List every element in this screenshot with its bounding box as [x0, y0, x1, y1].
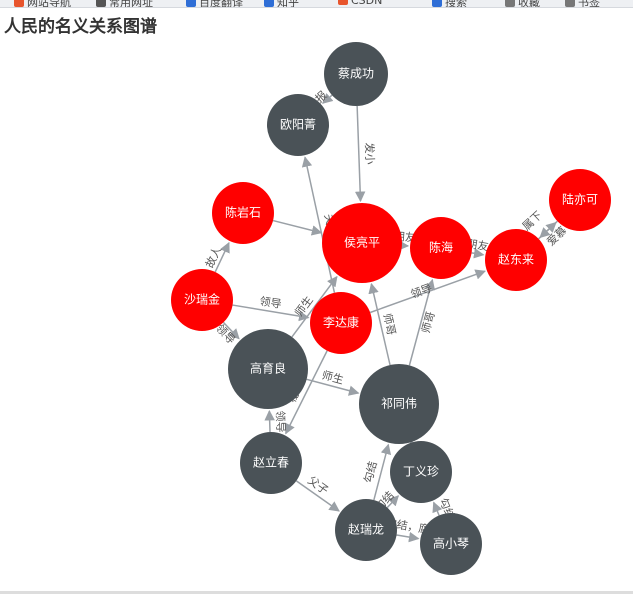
bookmark-1[interactable]: 常用网址	[96, 0, 153, 7]
edge-label: 领导	[259, 295, 283, 311]
node-label: 祁同伟	[381, 396, 417, 411]
node-zlc[interactable]: 赵立春	[240, 432, 302, 494]
node-gxq[interactable]: 高小琴	[420, 513, 482, 575]
node-label: 陆亦可	[562, 192, 598, 207]
edge-lidk-zdl[interactable]	[369, 269, 486, 314]
node-lidk[interactable]: 李达康	[310, 292, 372, 354]
edge-zrl-gxq[interactable]	[396, 531, 420, 543]
bookmark-6[interactable]: 收藏	[505, 0, 540, 7]
node-label: 蔡成功	[338, 67, 374, 81]
node-label: 李达康	[323, 315, 359, 330]
node-circle[interactable]	[240, 432, 302, 494]
node-circle[interactable]	[171, 269, 233, 331]
bookmark-2[interactable]: 百度翻译	[186, 0, 243, 7]
node-qi[interactable]: 祁同伟	[359, 364, 439, 444]
bookmark-icon	[565, 0, 575, 7]
node-circle[interactable]	[390, 441, 452, 503]
edge-zrl-dyz[interactable]	[386, 495, 400, 509]
node-label: 欧阳菁	[280, 118, 316, 132]
edge-label: 领导	[409, 282, 434, 302]
node-circle[interactable]	[267, 94, 329, 156]
node-label: 赵立春	[253, 455, 289, 470]
bookmark-icon	[186, 0, 196, 7]
node-circle[interactable]	[310, 292, 372, 354]
page-bottom-divider	[0, 591, 633, 594]
edge-label: 师哥	[380, 312, 398, 336]
edge-label: 故人	[202, 244, 224, 270]
node-zdl[interactable]: 赵东来	[485, 229, 547, 291]
bookmark-0[interactable]: 网站导航	[14, 0, 71, 7]
edge-cai-hou[interactable]	[354, 105, 366, 203]
bookmark-icon	[432, 0, 442, 7]
edge-gxq-dyz[interactable]	[432, 501, 443, 516]
node-chh[interactable]: 陈海	[410, 217, 472, 279]
node-label: 陈岩石	[225, 205, 261, 220]
node-ouy[interactable]: 欧阳菁	[267, 94, 329, 156]
edge-sha-lidk[interactable]	[232, 304, 310, 322]
node-circle[interactable]	[485, 229, 547, 291]
node-zrl[interactable]: 赵瑞龙	[335, 499, 397, 561]
edge-qi-chh[interactable]	[408, 278, 436, 366]
node-label: 侯亮平	[344, 235, 380, 250]
node-circle[interactable]	[322, 203, 402, 283]
node-label: 丁义珍	[403, 465, 439, 479]
bookmark-icon	[264, 0, 274, 7]
edge-gao-qi[interactable]	[306, 378, 360, 396]
node-chys[interactable]: 陈岩石	[212, 182, 274, 244]
edge-gao-hou[interactable]	[291, 275, 338, 338]
node-label: 赵东来	[498, 253, 534, 267]
edge-label: 师哥	[419, 310, 437, 335]
edge-sha-gao[interactable]	[222, 321, 240, 340]
node-hou[interactable]: 侯亮平	[322, 203, 402, 283]
page-title: 人民的名义关系图谱	[4, 17, 157, 37]
bookmark-icon	[338, 0, 348, 5]
edge-zlc-zrl[interactable]	[295, 480, 340, 512]
node-label: 沙瑞金	[184, 292, 220, 307]
node-cai[interactable]: 蔡成功	[324, 42, 388, 106]
edge-zdl-luyk[interactable]	[538, 221, 557, 240]
edge-label: 属下	[520, 209, 545, 234]
node-circle[interactable]	[410, 217, 472, 279]
bookmark-icon	[14, 0, 24, 7]
edge-label: 发小	[362, 142, 377, 164]
node-label: 赵瑞龙	[348, 523, 384, 537]
node-circle[interactable]	[212, 182, 274, 244]
bookmark-4[interactable]: CSDN	[338, 0, 382, 7]
node-circle[interactable]	[549, 169, 611, 231]
node-circle[interactable]	[335, 499, 397, 561]
edge-label: 领导	[273, 410, 287, 432]
edge-chys-hou[interactable]	[272, 219, 323, 236]
bookmark-7[interactable]: 书签	[565, 0, 600, 7]
node-dyz[interactable]: 丁义珍	[390, 441, 452, 503]
edge-qi-hou[interactable]	[368, 282, 391, 366]
node-label: 高小琴	[433, 536, 469, 551]
node-circle[interactable]	[228, 329, 308, 409]
node-luyk[interactable]: 陆亦可	[549, 169, 611, 231]
bookmarks-bar: 网站导航 常用网址 百度翻译 知乎 CSDN 搜索 收藏 书签	[0, 0, 633, 8]
edge-cai-ouy[interactable]	[321, 93, 334, 104]
node-gao[interactable]: 高育良	[228, 329, 308, 409]
edge-sha-chys[interactable]	[214, 241, 230, 273]
bookmark-3[interactable]: 知乎	[264, 0, 299, 7]
edge-lidk-zlc[interactable]	[285, 350, 328, 435]
node-circle[interactable]	[420, 513, 482, 575]
node-sha[interactable]: 沙瑞金	[171, 269, 233, 331]
bookmark-icon	[505, 0, 515, 7]
edge-label: 勾结	[362, 460, 380, 485]
node-label: 陈海	[429, 240, 453, 255]
edge-label: 父子	[305, 474, 330, 497]
node-label: 高育良	[250, 361, 286, 376]
edge-label: 师生	[320, 368, 345, 387]
edge-chh-zdl[interactable]	[471, 248, 485, 259]
bookmark-5[interactable]: 搜索	[432, 0, 467, 7]
edge-layer	[214, 93, 558, 543]
edge-zrl-qi[interactable]	[373, 443, 392, 501]
node-circle[interactable]	[359, 364, 439, 444]
edge-zlc-gao[interactable]	[264, 409, 275, 433]
bookmark-icon	[96, 0, 106, 7]
node-circle[interactable]	[324, 42, 388, 106]
edge-lidk-ouy[interactable]	[301, 156, 336, 293]
